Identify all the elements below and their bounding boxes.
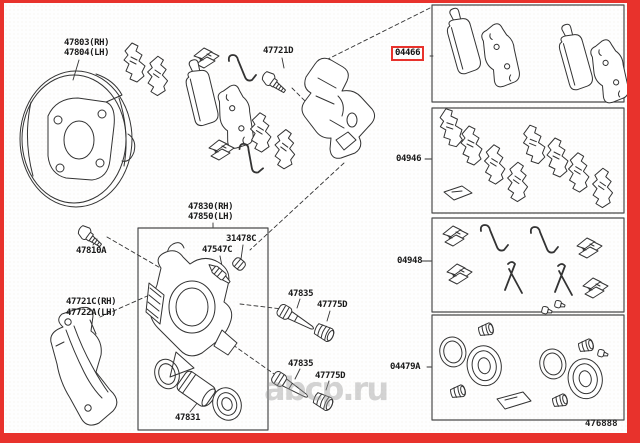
kit-label-fitting-kit[interactable]: 04948	[397, 256, 423, 266]
label-pin-boot-lower[interactable]: 47775D	[315, 371, 346, 381]
pad-kit-box-drawing	[431, 4, 631, 106]
label-bleeder-screw[interactable]: 47547C	[202, 245, 233, 255]
label-slide-pin-upper[interactable]: 47835	[288, 289, 314, 299]
mounting-bracket-drawing	[50, 306, 118, 426]
pads-and-shims-drawing	[123, 42, 300, 175]
seal-kit-box-drawing	[431, 299, 625, 421]
shim-kit-box-drawing	[431, 106, 625, 214]
label-pin-boot-upper[interactable]: 47775D	[317, 300, 348, 310]
label-mounting-bracket-lh[interactable]: 47722A(LH)	[66, 308, 117, 318]
bleeder-screw-drawing	[208, 264, 231, 284]
pin-boot-upper-drawing	[312, 321, 337, 344]
label-bleeder-cap[interactable]: 31478C	[226, 234, 257, 244]
label-mounting-bracket-rh[interactable]: 47721C(RH)	[66, 297, 117, 307]
bleeder-cap-drawing	[232, 257, 246, 271]
label-backing-plate-rh[interactable]: 47803(RH)	[64, 38, 110, 48]
label-piston[interactable]: 47831	[175, 413, 201, 423]
drawing-code: 476888	[585, 419, 618, 429]
slide-pin-upper-drawing	[275, 302, 318, 335]
label-caliper-assembly-rh[interactable]: 47830(RH)	[188, 202, 234, 212]
label-slide-pin-lower[interactable]: 47835	[288, 359, 314, 369]
caliper-body-drawing	[145, 242, 238, 378]
kit-label-shim-kit[interactable]: 04946	[396, 154, 422, 164]
backing-plate-drawing	[19, 70, 136, 208]
mounting-bolt-drawing	[259, 69, 290, 97]
caliper-bracket-upper-drawing	[301, 57, 376, 159]
label-caliper-assembly-lh[interactable]: 47850(LH)	[188, 212, 234, 222]
fitting-kit-box-drawing	[431, 217, 625, 313]
kit-label-seal-kit[interactable]: 04479A	[390, 362, 421, 372]
label-bracket-bolt[interactable]: 47810A	[76, 246, 107, 256]
piston-parts-drawing	[154, 358, 242, 421]
kit-label-pad-kit-highlighted[interactable]: 04466	[391, 46, 425, 61]
label-backing-plate-lh[interactable]: 47804(LH)	[64, 48, 110, 58]
caliper-detail-box	[137, 227, 269, 431]
label-mounting-bolt[interactable]: 47721D	[263, 46, 294, 56]
watermark: abcp.ru	[264, 370, 389, 408]
